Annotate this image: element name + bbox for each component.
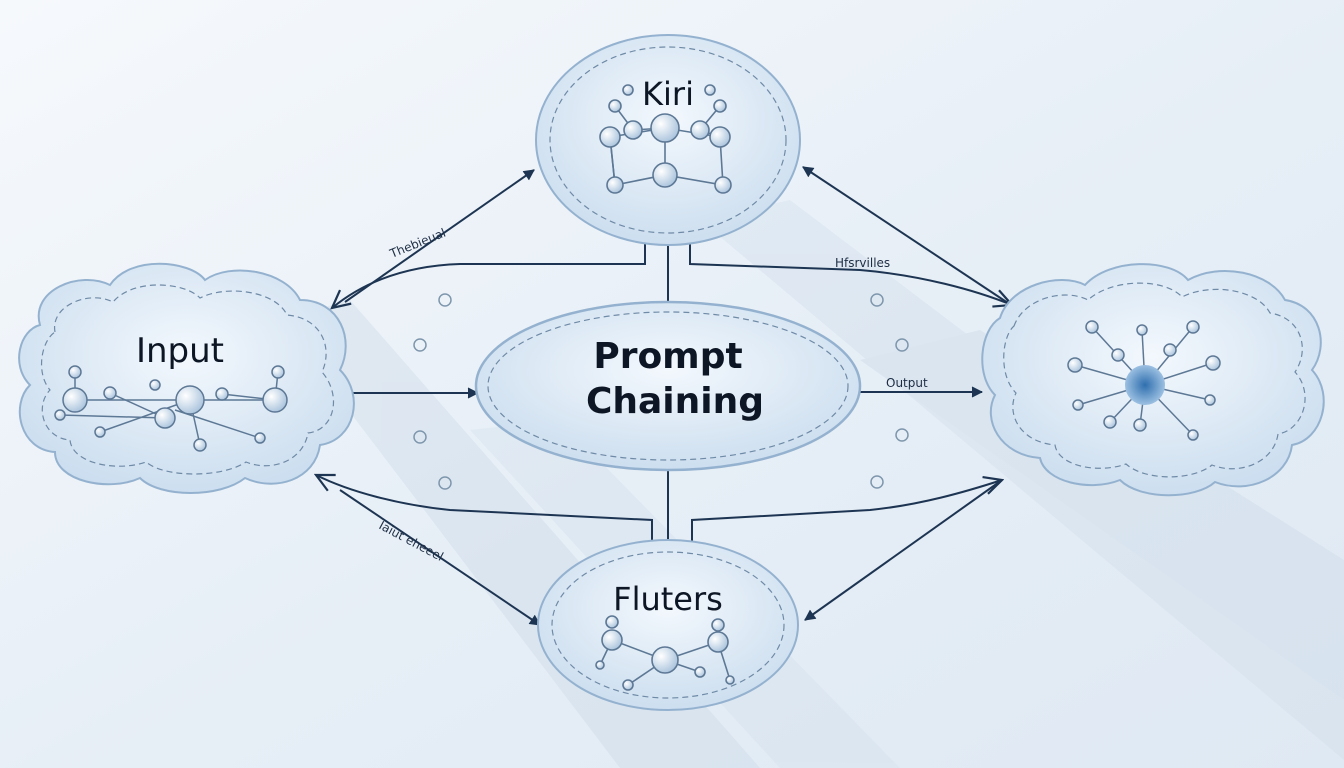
bottom-node-shape (537, 539, 799, 711)
top-node-title: Kiri (642, 75, 694, 113)
edge-input-to-bottom (339, 489, 540, 626)
edge-bottom-right-stem (691, 480, 1002, 545)
edge-label-output: Output (886, 376, 928, 390)
edge-top-left-stem (332, 237, 646, 308)
edge-bottom-to-output (805, 479, 1003, 621)
bottom-node-title: Fluters (613, 580, 723, 618)
input-cloud-dashed (41, 284, 335, 475)
top-node: Kiri (535, 34, 801, 246)
center-node-dashed (487, 311, 849, 461)
bottom-molecule-icon (595, 615, 735, 691)
edge-input-to-top (344, 169, 534, 303)
decorative-dots (413, 293, 909, 490)
edge-label-top-right: Hfsrvilles (835, 256, 890, 270)
edge-top-right-stem (689, 237, 1012, 305)
bottom-node: Fluters (537, 539, 799, 711)
bottom-node-dashed (551, 551, 785, 699)
center-node: Prompt Chaining (474, 300, 862, 472)
output-cloud-dashed (1003, 282, 1306, 478)
center-node-shape (474, 300, 862, 472)
output-starburst-icon (1067, 320, 1221, 441)
center-title-line2: Chaining (586, 381, 764, 422)
edges (316, 166, 1012, 626)
input-molecule-icon (54, 365, 288, 452)
output-node (981, 263, 1325, 497)
input-node: Input (18, 262, 355, 494)
top-node-dashed (549, 46, 787, 234)
edge-top-to-output (803, 166, 1009, 304)
center-title-line1: Prompt (593, 336, 742, 377)
edge-bottom-left-stem (316, 475, 653, 545)
input-title: Input (136, 331, 224, 371)
top-molecule-icon (599, 84, 732, 194)
